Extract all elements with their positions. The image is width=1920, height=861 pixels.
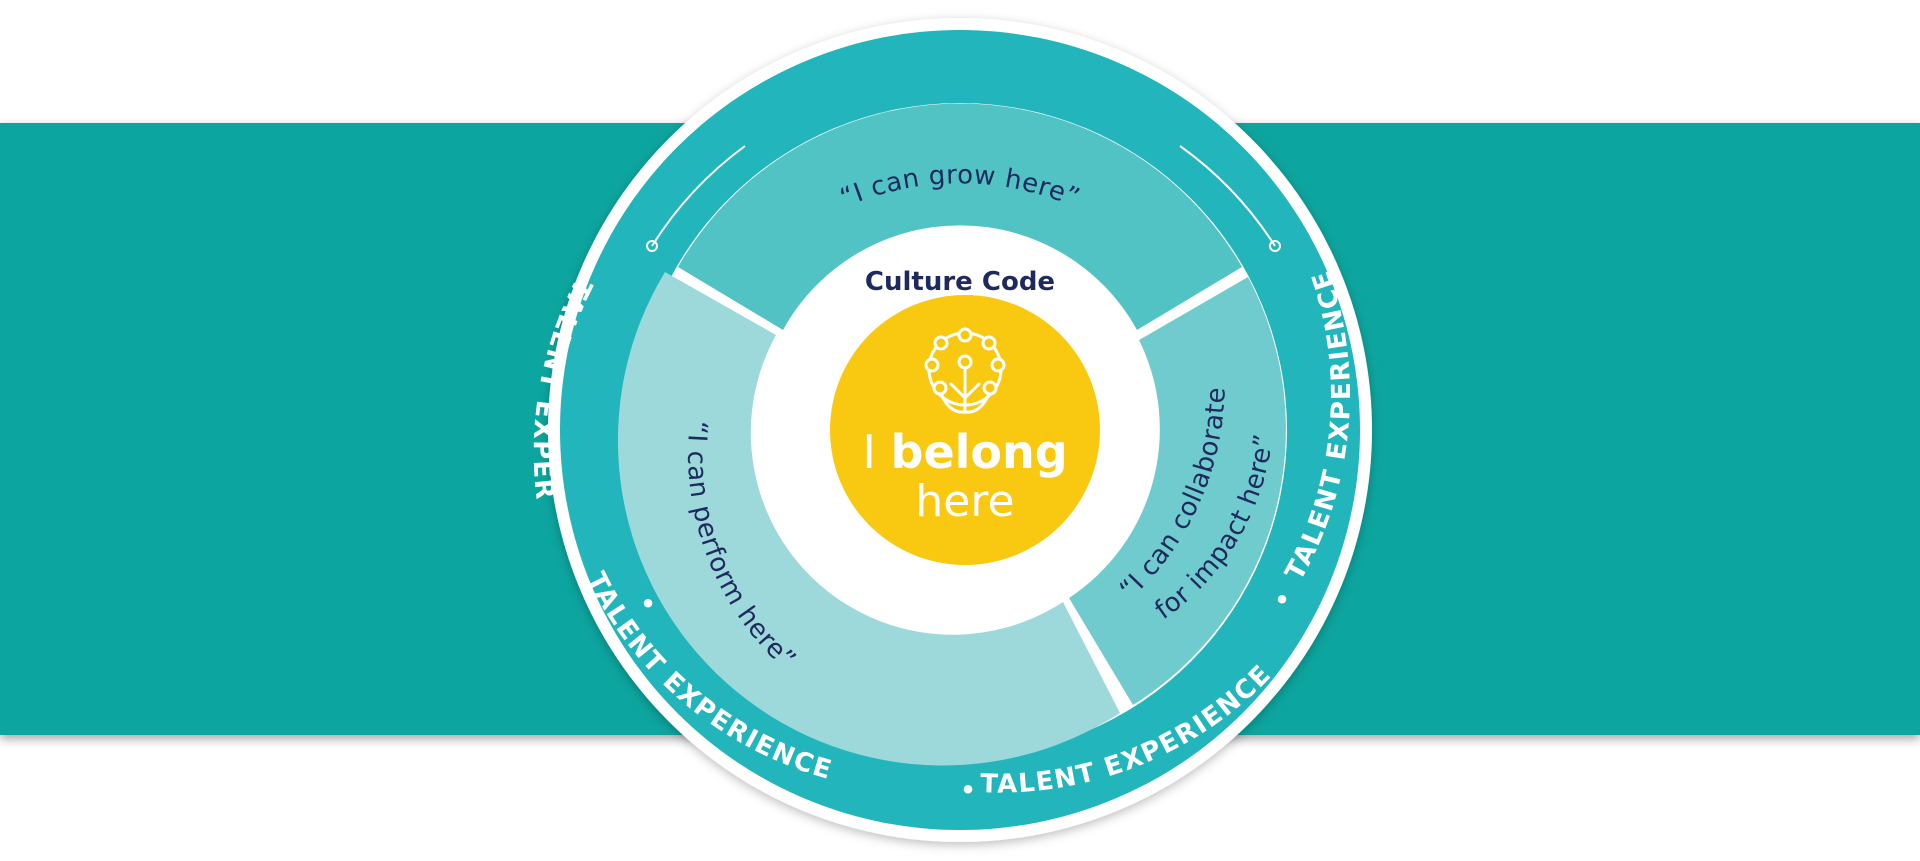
center-prefix: I [862, 425, 876, 479]
ring-decor-dot-right [1269, 240, 1281, 252]
ring-decor-dot-left [646, 240, 658, 252]
ring-separator-left: • [640, 590, 655, 618]
segment-collaborate [1069, 277, 1286, 705]
center-bold: belong [891, 425, 1068, 479]
people-circle-tree-icon [924, 327, 1006, 414]
segment-perform [617, 272, 1120, 766]
segment-grow [678, 103, 1242, 330]
center-statement: I belong [862, 425, 1067, 479]
center-yellow [830, 295, 1100, 565]
ring-decor-line-right [1179, 145, 1276, 247]
ring-decor-line-left [651, 145, 746, 247]
center-line2: here [915, 476, 1014, 527]
ring-separator-right: • [1274, 586, 1289, 614]
ring-separator-bottom: • [960, 776, 975, 804]
culture-code-heading: Culture Code [865, 267, 1055, 297]
